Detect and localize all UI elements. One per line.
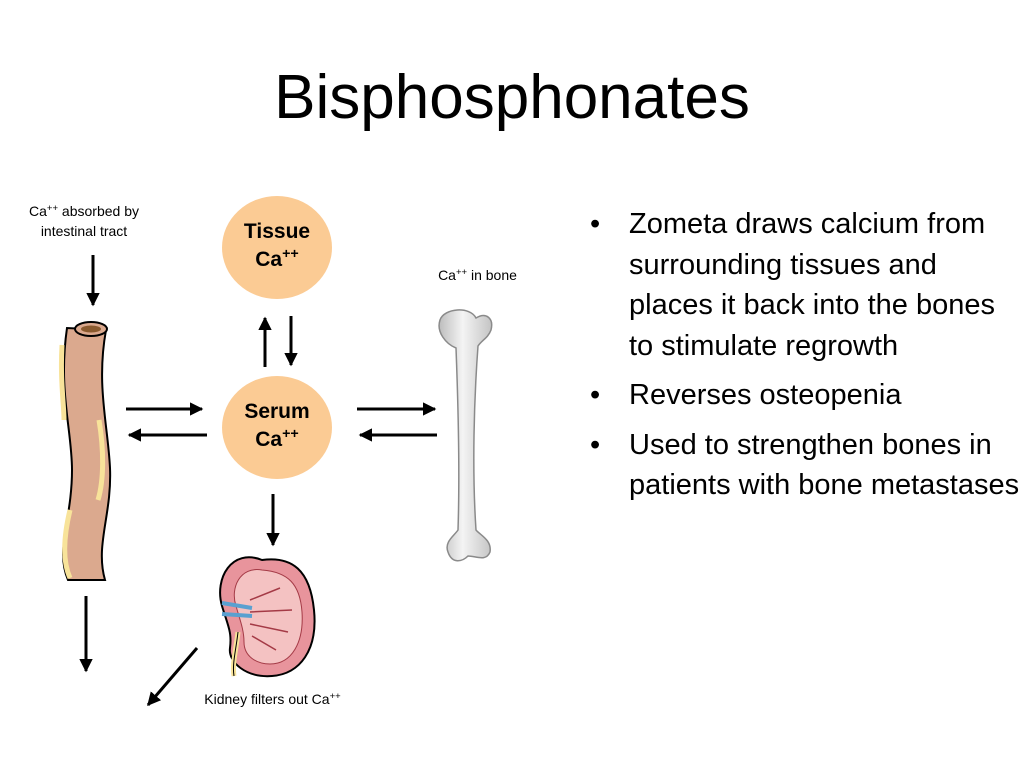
tissue-node-ion: ++	[282, 246, 299, 263]
serum-node-ca: Ca	[255, 428, 283, 451]
bone-label-ion: ++	[455, 266, 468, 278]
bullet-marker: •	[590, 379, 601, 411]
intestine-label-line2: intestinal tract	[40, 223, 128, 239]
intestine-label: Ca++ absorbed by intestinal tract	[5, 201, 163, 241]
bullet-item: • Used to strengthen bones in patients w…	[590, 425, 1020, 506]
bullet-item: • Zometa draws calcium from surrounding …	[590, 204, 1020, 366]
kidney-image	[219, 556, 316, 678]
intestine-label-ion: ++	[46, 202, 59, 214]
bullet-text: Used to strengthen bones in patients wit…	[629, 428, 1020, 502]
tissue-node-ca: Ca	[255, 248, 283, 271]
bone-image	[438, 309, 493, 562]
intestine-label-text: absorbed by	[58, 203, 139, 219]
slide-title: Bisphosphonates	[274, 63, 750, 132]
bullet-marker: •	[590, 428, 601, 461]
kidney-label-text: Kidney filters out Ca	[204, 691, 330, 707]
bone-label: Ca++ in bone	[410, 265, 545, 285]
tissue-calcium-node: Tissue Ca++	[222, 196, 332, 299]
kidney-label: Kidney filters out Ca++	[175, 689, 370, 709]
intestine-image	[58, 321, 112, 581]
serum-node-ion: ++	[282, 426, 299, 443]
bullet-item: • Reverses osteopenia	[590, 375, 1020, 416]
arrow-kidney-out	[146, 647, 199, 707]
bone-label-ca: Ca	[438, 267, 456, 283]
bullet-marker: •	[590, 208, 601, 240]
bullet-text: Reverses osteopenia	[629, 379, 902, 411]
kidney-label-ion: ++	[329, 690, 341, 702]
serum-node-title: Serum	[244, 400, 310, 423]
tissue-node-title: Tissue	[243, 220, 311, 243]
serum-calcium-node: Serum Ca++	[222, 376, 332, 479]
bullet-text: Zometa draws calcium from surrounding ti…	[629, 208, 995, 362]
bone-label-text: in bone	[467, 267, 517, 283]
intestine-label-ca: Ca	[29, 203, 47, 219]
bullet-list: • Zometa draws calcium from surrounding …	[590, 204, 1020, 515]
